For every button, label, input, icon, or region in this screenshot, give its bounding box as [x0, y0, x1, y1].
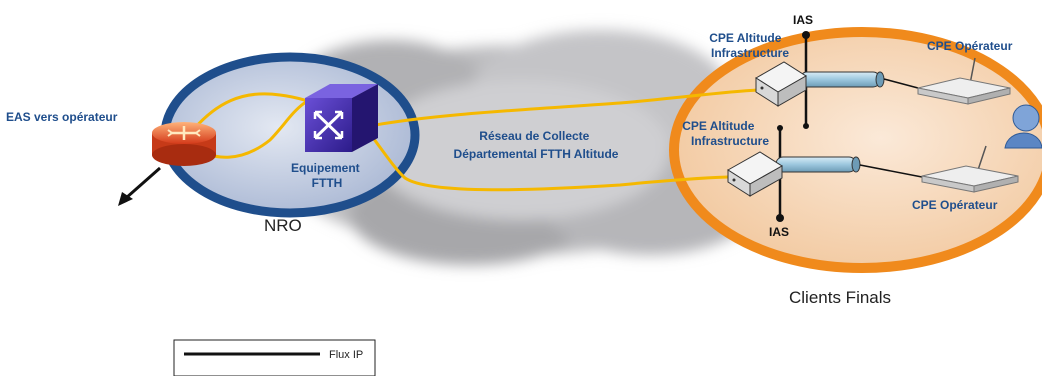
equipement-label-line1: Equipement [291, 161, 360, 175]
clients-zone [669, 27, 1042, 273]
operator-arrow-icon [118, 166, 161, 206]
cpe-altitude-bottom-line2: Infrastructure [691, 134, 769, 148]
cpe-altitude-bottom-line1: CPE Altitude [682, 119, 755, 133]
cpe-operator-top-label: CPE Opérateur [927, 39, 1013, 53]
legend-flux-label: Flux IP [329, 349, 363, 361]
cpe-operator-bottom-icon [921, 145, 1019, 193]
equipement-label: Equipement FTTH [291, 161, 363, 190]
cpe-altitude-bottom-label: CPE Altitude Infrastructure [682, 119, 769, 148]
reseau-label: Réseau de Collecte Départemental FTTH Al… [454, 129, 619, 161]
clients-finals-label: Clients Finals [789, 288, 891, 307]
ias-top-label: IAS [793, 13, 813, 27]
cpe-altitude-top-line2: Infrastructure [711, 46, 789, 60]
cpe-altitude-top-label: CPE Altitude Infrastructure [709, 31, 789, 60]
cpe-altitude-top-icon [755, 61, 807, 107]
reseau-label-line1: Réseau de Collecte [479, 129, 589, 143]
eas-router-icon [152, 122, 216, 166]
nro-label: NRO [264, 216, 302, 235]
cpe-operator-top-icon [917, 57, 1011, 105]
ias-bottom-label: IAS [769, 225, 789, 239]
equipement-label-line2: FTTH [312, 176, 343, 190]
eas-label: EAS vers opérateur [6, 110, 118, 124]
legend: Flux IP [173, 339, 376, 376]
ftth-switch-icon [305, 84, 378, 152]
reseau-label-line2: Départemental FTTH Altitude [454, 147, 619, 161]
cpe-altitude-top-line1: CPE Altitude [709, 31, 782, 45]
cpe-operator-bottom-label: CPE Opérateur [912, 198, 998, 212]
user-icon [1004, 104, 1042, 149]
cpe-altitude-bottom-icon [727, 151, 783, 197]
